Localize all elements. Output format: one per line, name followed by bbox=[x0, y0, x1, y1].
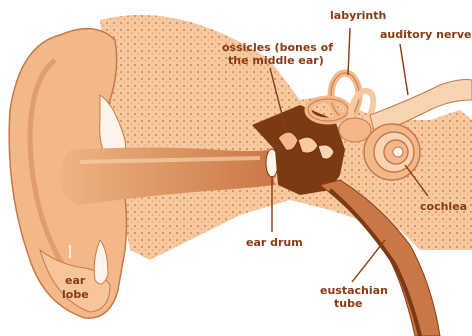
label-ear-lobe-line1: ear bbox=[65, 274, 86, 287]
label-cochlea: cochlea bbox=[420, 200, 467, 213]
label-labyrinth: labyrinth bbox=[330, 9, 386, 22]
cochlea bbox=[364, 124, 420, 180]
label-ossicles-line2: the middle ear) bbox=[228, 54, 324, 67]
label-ear-lobe-line2: lobe bbox=[62, 288, 89, 301]
auditory-nerve-leader bbox=[400, 44, 408, 95]
labyrinth-leader bbox=[348, 28, 350, 75]
label-eustachian-line1: eustachian bbox=[320, 284, 388, 297]
label-ossicles-line1: ossicles (bones of bbox=[222, 41, 333, 54]
vestibule bbox=[339, 118, 371, 142]
label-ear-drum: ear drum bbox=[246, 236, 303, 249]
labyrinth bbox=[308, 73, 378, 128]
label-auditory-nerve: auditory nerve bbox=[380, 28, 472, 41]
eustachian-leader bbox=[352, 240, 385, 282]
label-eustachian-line2: tube bbox=[334, 297, 362, 310]
